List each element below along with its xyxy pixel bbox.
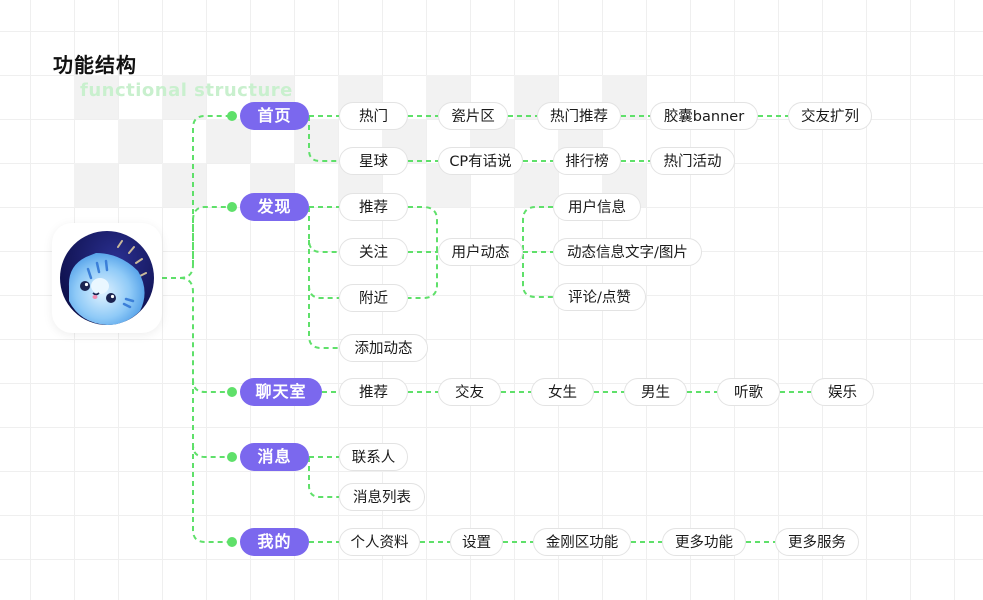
connector <box>308 240 339 299</box>
connector-dot <box>227 387 237 397</box>
node-mine-profile[interactable]: 个人资料 <box>339 528 420 556</box>
node-home-make-friends[interactable]: 交友扩列 <box>788 102 872 130</box>
checker-cell <box>118 119 162 163</box>
node-home-hot-recommend[interactable]: 热门推荐 <box>537 102 621 130</box>
connector <box>522 206 553 298</box>
root-node-home[interactable]: 首页 <box>240 102 309 130</box>
node-discover-user-feed[interactable]: 用户动态 <box>438 238 523 266</box>
node-chat-recommend[interactable]: 推荐 <box>339 378 408 406</box>
connector <box>192 206 230 265</box>
cat-app-icon <box>60 231 154 325</box>
checker-cell <box>162 163 206 207</box>
connector <box>408 206 438 299</box>
node-mine-more-functions[interactable]: 更多功能 <box>662 528 746 556</box>
node-chat-female[interactable]: 女生 <box>531 378 594 406</box>
node-mine-quick-functions[interactable]: 金刚区功能 <box>533 528 631 556</box>
root-node-mine[interactable]: 我的 <box>240 528 309 556</box>
node-home-tiles[interactable]: 瓷片区 <box>438 102 508 130</box>
node-home-cp-talk[interactable]: CP有话说 <box>438 147 523 175</box>
node-discover-nearby[interactable]: 附近 <box>339 284 408 312</box>
checker-cell <box>514 163 558 207</box>
node-chat-friends[interactable]: 交友 <box>438 378 501 406</box>
connector <box>308 116 339 162</box>
node-chat-male[interactable]: 男生 <box>624 378 687 406</box>
node-home-hot-events[interactable]: 热门活动 <box>650 147 735 175</box>
connector <box>308 207 339 253</box>
checker-cell <box>74 163 118 207</box>
node-mine-settings[interactable]: 设置 <box>450 528 503 556</box>
app-icon-card <box>52 223 162 333</box>
checker-cell <box>162 75 206 119</box>
connector <box>192 445 230 543</box>
connector <box>179 277 230 393</box>
node-home-capsule-banner[interactable]: 胶囊banner <box>650 102 758 130</box>
node-feed-user-info[interactable]: 用户信息 <box>553 193 641 221</box>
root-node-messages[interactable]: 消息 <box>240 443 309 471</box>
connector <box>162 115 230 279</box>
node-discover-follow[interactable]: 关注 <box>339 238 408 266</box>
page-title: 功能结构 <box>53 53 137 77</box>
node-home-planet[interactable]: 星球 <box>339 147 408 175</box>
node-msg-list[interactable]: 消息列表 <box>339 483 425 511</box>
node-mine-more-services[interactable]: 更多服务 <box>775 528 859 556</box>
page-subtitle: functional structure <box>80 80 293 101</box>
checker-cell <box>74 75 118 119</box>
node-home-ranking[interactable]: 排行榜 <box>553 147 621 175</box>
connector-dot <box>227 452 237 462</box>
node-chat-music[interactable]: 听歌 <box>717 378 780 406</box>
node-feed-text-image[interactable]: 动态信息文字/图片 <box>553 238 702 266</box>
connector-dot <box>227 537 237 547</box>
connector-dot <box>227 111 237 121</box>
node-home-hot[interactable]: 热门 <box>339 102 408 130</box>
node-chat-entertainment[interactable]: 娱乐 <box>811 378 874 406</box>
node-discover-add-post[interactable]: 添加动态 <box>339 334 428 362</box>
root-node-discover[interactable]: 发现 <box>240 193 309 221</box>
node-discover-recommend[interactable]: 推荐 <box>339 193 408 221</box>
node-feed-comment-like[interactable]: 评论/点赞 <box>553 283 646 311</box>
connector-dot <box>227 202 237 212</box>
root-node-chatroom[interactable]: 聊天室 <box>240 378 322 406</box>
node-msg-contacts[interactable]: 联系人 <box>339 443 408 471</box>
connector <box>308 457 339 498</box>
checker-cell <box>206 119 250 163</box>
